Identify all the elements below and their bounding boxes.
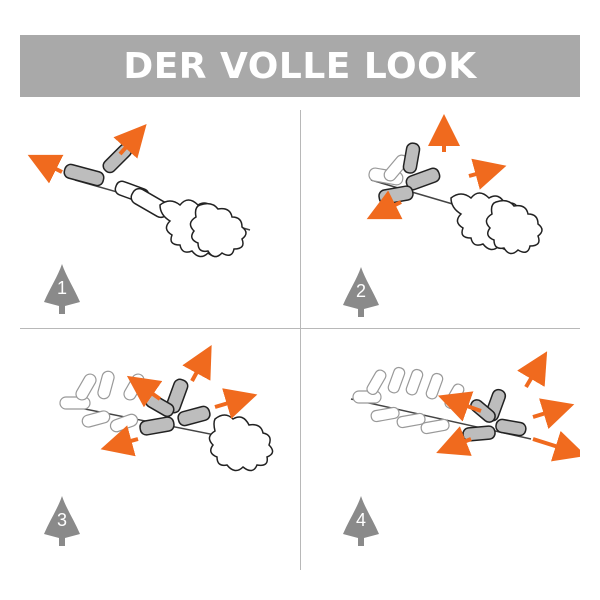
banner-title: DER VOLLE LOOK: [123, 45, 477, 87]
branch-illustration-3: [59, 344, 274, 472]
step-badge-1: 1: [42, 262, 82, 314]
tree-badge-icon: [44, 496, 80, 546]
step-panel-2: 2: [301, 110, 581, 340]
title-banner: DER VOLLE LOOK: [20, 35, 580, 97]
vertical-divider: [300, 110, 301, 570]
branch-illustration-4: [350, 351, 580, 462]
step-number-3: 3: [56, 510, 67, 530]
step-panel-1: 1: [20, 110, 300, 340]
step-number-2: 2: [355, 281, 366, 301]
step-panel-4: 4: [301, 329, 581, 559]
branch-illustration-1: [27, 124, 251, 258]
branch-illustration-2: [366, 114, 543, 255]
step-badge-4: 4: [341, 494, 381, 546]
step-number-1: 1: [56, 278, 67, 298]
step-badge-2: 2: [341, 265, 381, 317]
step-panel-3: 3: [20, 329, 300, 559]
tree-badge-icon: [44, 264, 80, 314]
horizontal-divider: [20, 328, 580, 329]
step-number-4: 4: [355, 510, 366, 530]
step-badge-3: 3: [42, 494, 82, 546]
tree-badge-icon: [343, 496, 379, 546]
steps-grid: 1: [20, 110, 580, 570]
tree-badge-icon: [343, 267, 379, 317]
